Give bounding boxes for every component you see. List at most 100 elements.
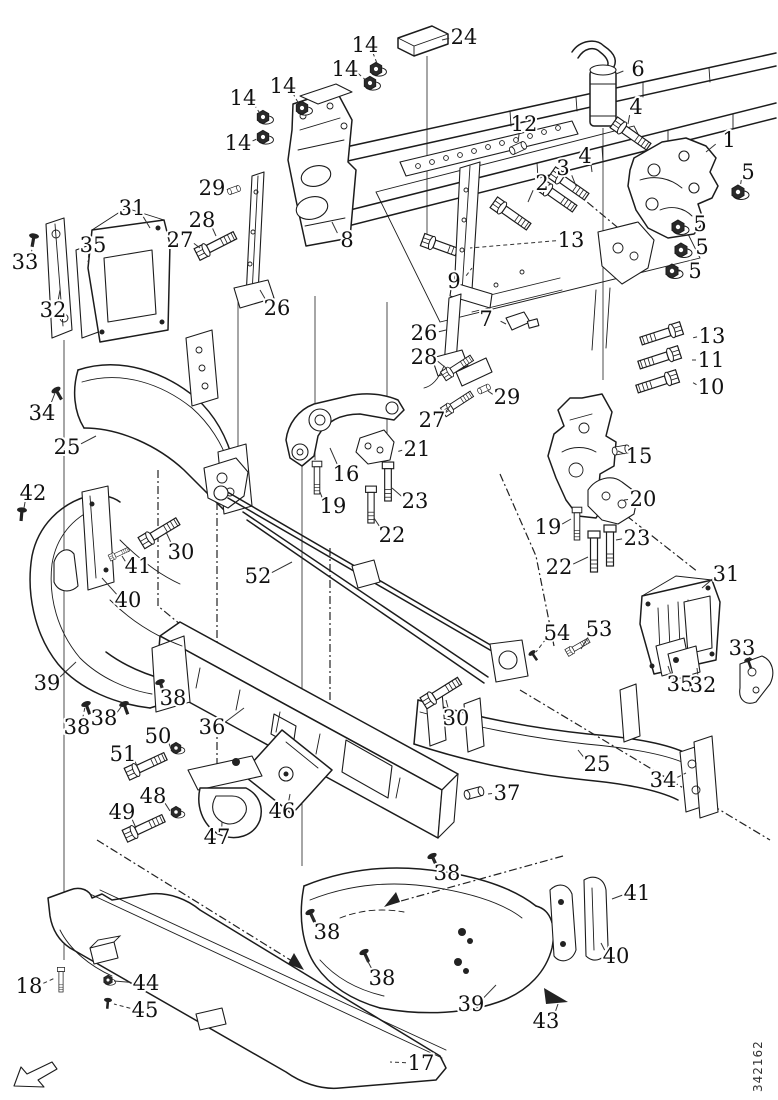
callout-label: 26: [411, 321, 438, 345]
callout-label: 18: [16, 974, 43, 998]
callout-29: 29: [197, 174, 229, 202]
callout-29: 29: [487, 383, 522, 411]
leader-line: [615, 538, 623, 541]
part-8-tower: [287, 83, 357, 247]
callout-8: 8: [331, 221, 356, 254]
part-46-plate: [241, 729, 333, 815]
callout-label: 11: [698, 348, 725, 372]
callout-25: 25: [577, 749, 612, 778]
callout-label: 34: [650, 768, 677, 792]
callout-20: 20: [623, 485, 658, 513]
leader-line: [224, 707, 245, 723]
callout-25: 25: [52, 433, 97, 461]
callout-17: 17: [389, 1049, 436, 1077]
callout-24: 24: [441, 23, 479, 51]
callout-label: 31: [119, 196, 146, 220]
callout-23: 23: [615, 524, 652, 552]
callout-label: 38: [160, 686, 187, 710]
callout-label: 9: [447, 269, 460, 293]
callout-26: 26: [409, 319, 447, 347]
part-25-bar-right: [413, 636, 719, 819]
callout-label: 39: [34, 671, 61, 695]
part-16-arm: [285, 393, 405, 524]
leader-line: [627, 115, 631, 125]
leader-line: [465, 267, 473, 277]
callout-label: 24: [451, 25, 478, 49]
callout-33: 33: [727, 634, 757, 663]
callout-label: 54: [544, 621, 571, 645]
leader-line: [165, 531, 173, 546]
callout-label: 30: [168, 540, 195, 564]
leader-line: [49, 392, 56, 406]
leader-line: [116, 706, 122, 714]
callout-label: 27: [167, 228, 194, 252]
callout-label: 38: [314, 920, 341, 944]
callout-label: 8: [340, 228, 353, 252]
leader-line: [535, 638, 547, 653]
callout-label: 40: [603, 944, 630, 968]
callout-50: 50: [143, 722, 174, 750]
callout-12: 12: [509, 110, 539, 143]
callout-label: 22: [379, 523, 406, 547]
leader-line: [571, 175, 577, 187]
leader-line: [141, 214, 151, 229]
part-47-tow-hook: [187, 755, 263, 839]
part-21-bracket: [355, 429, 395, 465]
callout-10: 10: [691, 373, 726, 401]
callout-14: 14: [268, 72, 301, 107]
callout-38: 38: [364, 955, 397, 992]
callout-6: 6: [615, 55, 647, 83]
callout-34: 34: [648, 766, 687, 794]
part-52-rod: [137, 457, 529, 684]
callout-51: 51: [108, 740, 139, 768]
part-26-strap-right: [423, 293, 493, 389]
callout-label: 14: [230, 86, 257, 110]
callout-38: 38: [158, 684, 189, 712]
callout-label: 17: [408, 1051, 435, 1075]
construction-lines: [63, 56, 771, 970]
callout-label: 4: [629, 95, 642, 119]
leader-line: [438, 329, 447, 333]
callout-label: 6: [631, 57, 644, 81]
callout-27: 27: [165, 226, 201, 254]
part-24-bracket: [397, 25, 449, 57]
part-26-strap-left: [233, 171, 275, 309]
callout-label: 10: [698, 375, 725, 399]
callout-label: 14: [332, 57, 359, 81]
callout-30: 30: [441, 699, 471, 732]
callout-label: 45: [132, 998, 159, 1022]
leader-line: [211, 226, 217, 237]
leader-line: [82, 706, 86, 719]
leader-line: [23, 500, 26, 509]
leader-line: [163, 801, 171, 812]
callout-label: 32: [690, 673, 717, 697]
leader-line: [617, 450, 625, 455]
callout-label: 41: [125, 554, 152, 578]
leader-line: [310, 913, 318, 926]
leader-line: [443, 405, 451, 415]
leader-line: [87, 253, 90, 263]
callout-label: 33: [12, 250, 39, 274]
callout-19: 19: [533, 513, 572, 541]
direction-arrow: [13, 1061, 58, 1088]
callout-label: 5: [741, 160, 754, 184]
leader-line: [445, 699, 450, 711]
part-40-plate-right: [549, 884, 577, 962]
figure-number: 342162: [751, 1040, 765, 1092]
leader-line: [121, 555, 126, 562]
leader-line: [554, 1003, 559, 1014]
callout-38: 38: [62, 706, 92, 741]
callout-label: 4: [578, 144, 591, 168]
leader-line: [113, 980, 132, 983]
callout-5: 5: [678, 257, 704, 285]
callout-5: 5: [739, 158, 757, 189]
callout-label: 23: [402, 489, 429, 513]
part-31-shield-left: [27, 207, 171, 343]
callout-52: 52: [243, 561, 293, 590]
leader-line: [667, 665, 673, 677]
leader-line: [691, 381, 697, 386]
leader-line: [113, 1003, 131, 1009]
leader-line: [391, 487, 403, 497]
leader-line: [561, 518, 572, 525]
